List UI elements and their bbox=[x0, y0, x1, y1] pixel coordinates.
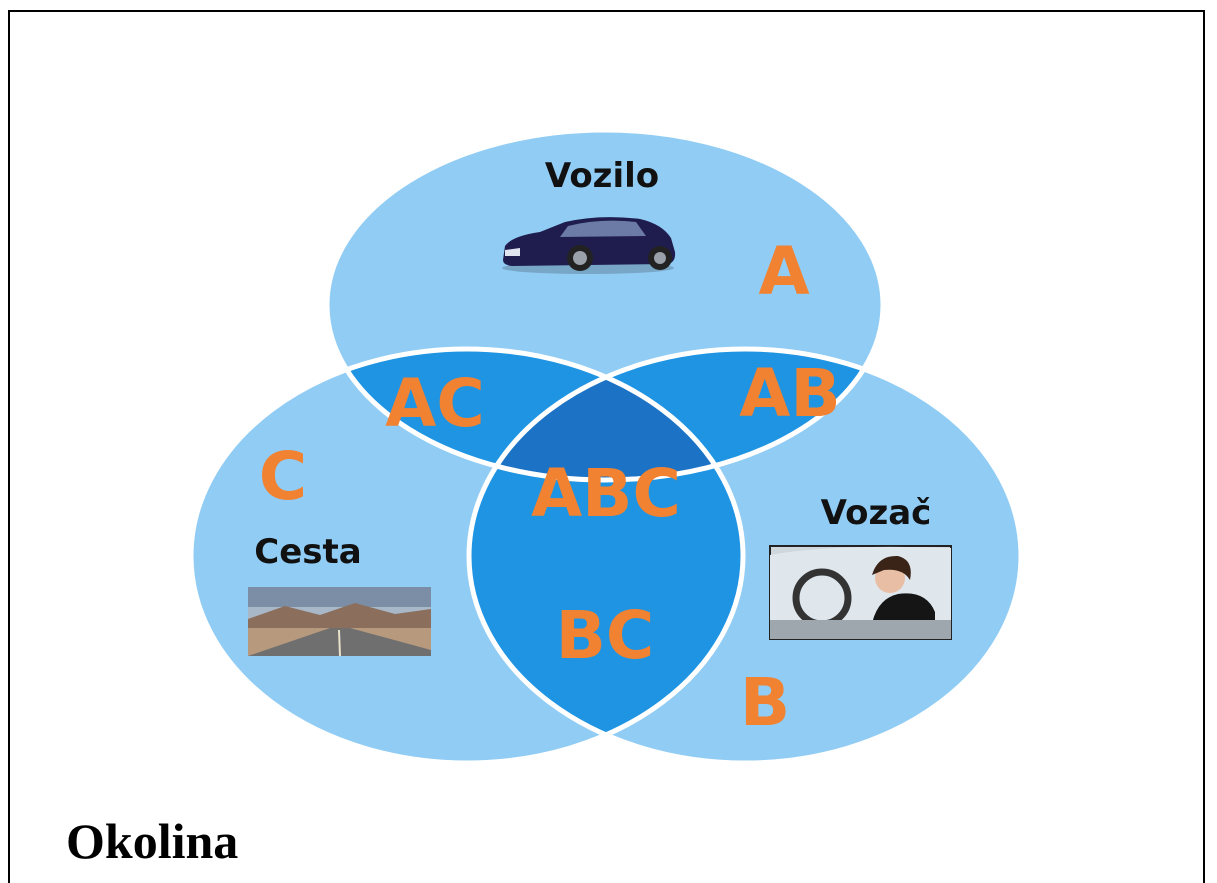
region-a-label: A bbox=[758, 233, 809, 310]
car-icon bbox=[502, 217, 676, 274]
region-abc-label: ABC bbox=[531, 455, 681, 532]
region-bc-label: BC bbox=[556, 597, 655, 674]
driver-photo bbox=[769, 545, 952, 640]
region-abc-fill bbox=[469, 349, 743, 480]
region-ab-label: AB bbox=[739, 355, 840, 432]
region-c-label: C bbox=[259, 438, 307, 515]
set-c-name: Cesta bbox=[254, 532, 361, 572]
circle-outlines bbox=[188, 127, 1024, 766]
region-b-label: B bbox=[740, 664, 790, 741]
environment-label: Okolina bbox=[66, 813, 239, 869]
set-b-name: Vozač bbox=[821, 493, 932, 533]
figure-frame bbox=[8, 10, 1205, 883]
road-photo bbox=[248, 587, 431, 657]
set-a-name: Vozilo bbox=[545, 156, 659, 196]
region-ac-label: AC bbox=[385, 365, 485, 442]
